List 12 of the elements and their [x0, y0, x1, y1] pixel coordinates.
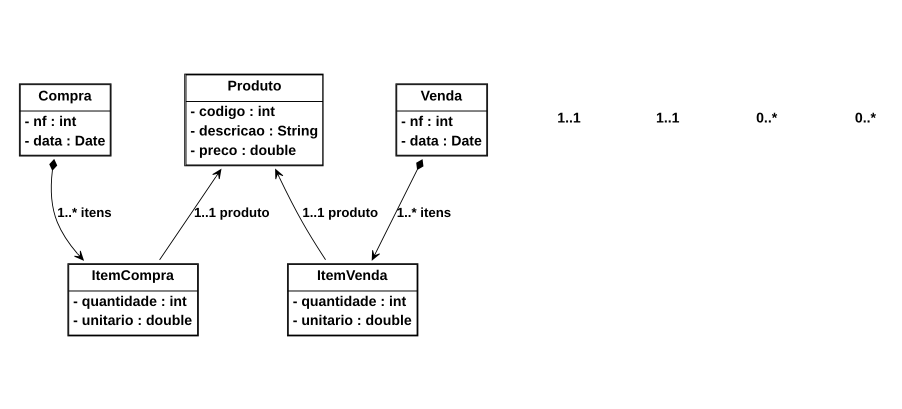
label: 0..*: [854, 108, 876, 125]
arrow: [49, 158, 84, 260]
edge-label: 1..1 produto: [194, 204, 270, 220]
edge-label: 1..1 produto: [302, 204, 378, 220]
arrow: [159, 168, 222, 260]
label: 1..1: [656, 108, 680, 125]
label: 1..1: [557, 108, 581, 125]
arrow: [372, 158, 424, 260]
arrow: [275, 168, 326, 260]
edge-label: 1..* itens: [396, 204, 452, 220]
edge-label: 1..* itens: [57, 204, 112, 220]
label: 0..*: [756, 108, 778, 125]
